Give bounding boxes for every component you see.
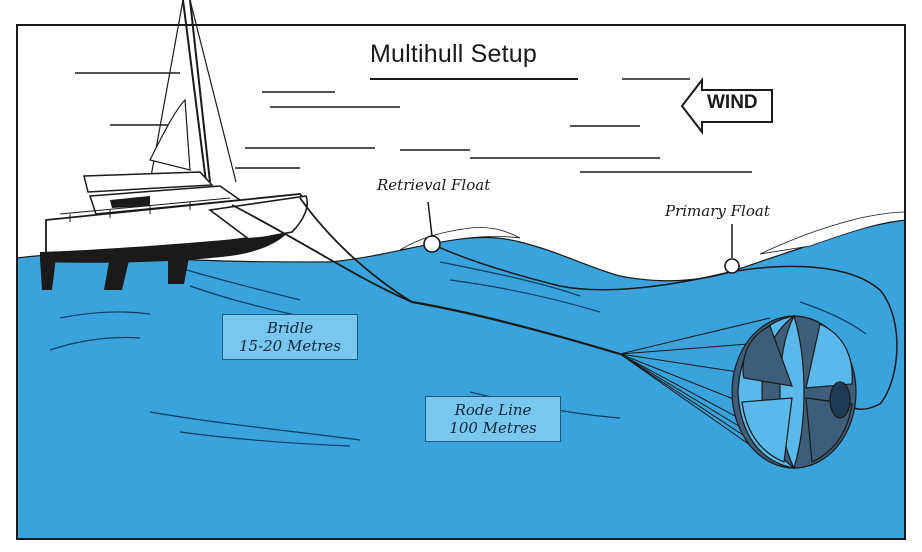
bridle-lines [231,197,413,303]
rode-line [411,300,621,356]
rode-line-label-box: Rode Line 100 Metres [425,396,561,442]
railing [59,197,231,222]
bridle-label-box: Bridle 15-20 Metres [222,314,358,360]
wind-label: WIND [707,92,758,113]
page-title: Multihull Setup [370,40,537,68]
rode-line-length: 100 Metres [449,419,537,437]
bridle-length: 15-20 Metres [238,337,342,355]
hull-bottom [40,232,288,263]
retrieval-float-label: Retrieval Float [377,176,491,194]
bridle-label: Bridle [266,319,314,337]
keels [40,252,190,290]
jib-sail [149,98,191,171]
wind-streaks [75,72,752,173]
primary-float-label: Primary Float [665,202,770,220]
cabin-window [110,196,150,208]
primary-float [724,224,740,274]
rode-line-label: Rode Line [454,401,532,419]
retrieval-float-line [431,243,898,410]
wind-arrow-icon [680,77,773,135]
sea [17,220,905,539]
sea-surface-line [16,219,906,282]
boom-sail [83,171,214,193]
retrieval-float [423,201,441,253]
title-underline [370,78,578,80]
parachute-anchor [731,314,857,470]
